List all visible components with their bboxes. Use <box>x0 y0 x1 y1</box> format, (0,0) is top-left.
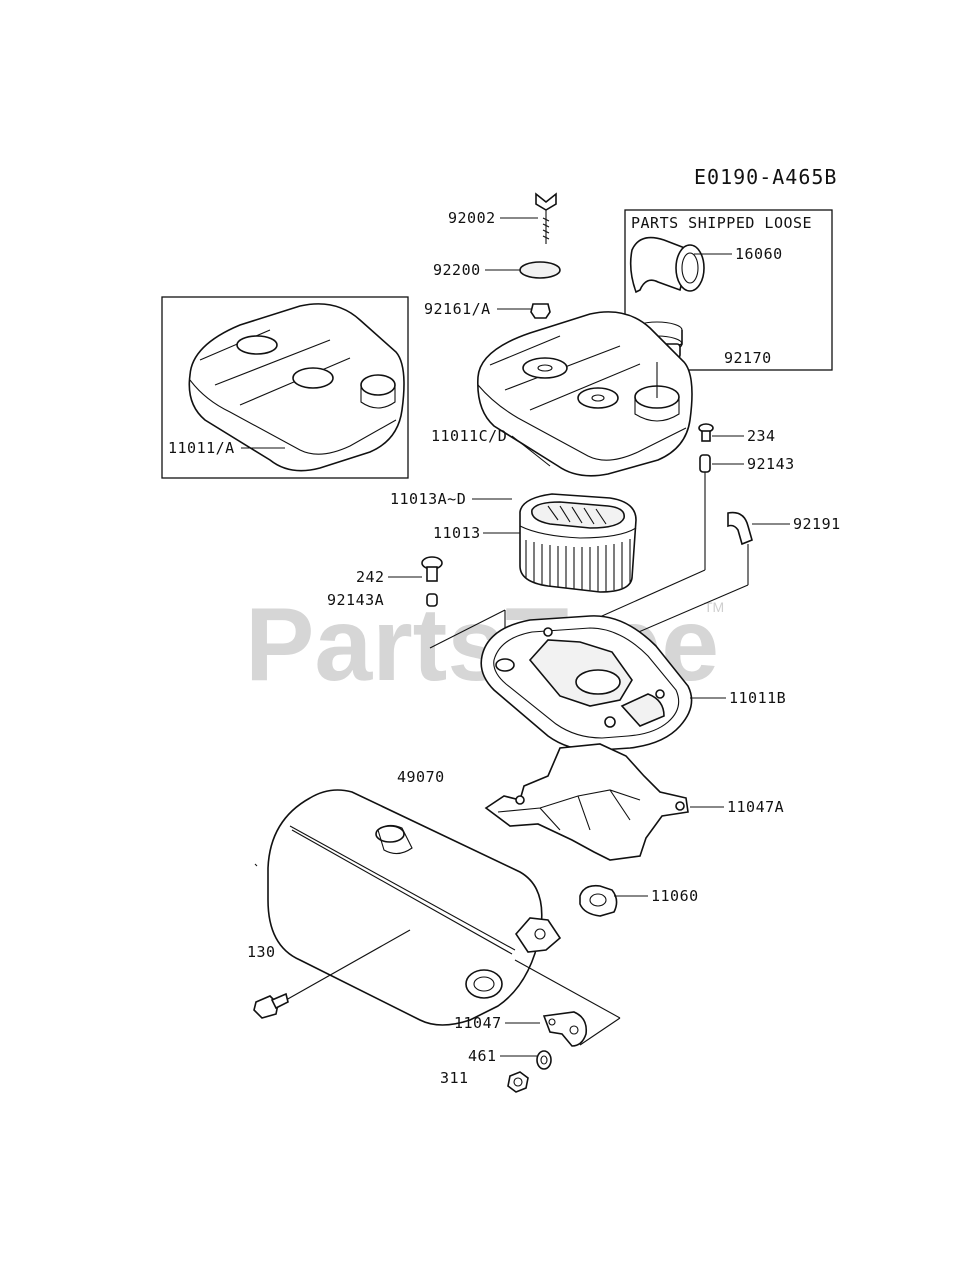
label-92143[interactable]: 92143 <box>747 455 795 473</box>
label-234[interactable]: 234 <box>747 427 776 445</box>
air-filter-11013-part[interactable] <box>519 493 637 593</box>
watermark-trademark: TM <box>704 599 724 615</box>
bracket-guide-line-a <box>514 959 621 1019</box>
label-92002[interactable]: 92002 <box>448 209 496 227</box>
base-guide-line-a <box>429 609 506 649</box>
loose-parts-title: PARTS SHIPPED LOOSE <box>631 214 812 232</box>
cover-11011a-part[interactable] <box>188 303 405 472</box>
label-92200[interactable]: 92200 <box>433 261 481 279</box>
hose-guide-line-b <box>619 584 749 641</box>
label-130[interactable]: 130 <box>247 943 276 961</box>
label-11013[interactable]: 11013 <box>433 524 481 542</box>
elbow-16060-part[interactable] <box>629 236 705 294</box>
label-11011cd[interactable]: 11011C/D <box>431 427 507 445</box>
label-11013ad[interactable]: 11013A~D <box>390 490 466 508</box>
muffler-49070-part[interactable] <box>267 789 562 1026</box>
label-16060[interactable]: 16060 <box>735 245 783 263</box>
label-11047[interactable]: 11047 <box>454 1014 502 1032</box>
muffler-tick-line <box>254 863 258 867</box>
label-92161a[interactable]: 92161/A <box>424 300 491 318</box>
cover-11011cd-part[interactable] <box>477 311 693 477</box>
gasket-11060-part[interactable] <box>579 884 618 917</box>
heat-shield-11047a-part[interactable] <box>484 743 689 861</box>
hose-92191-part[interactable] <box>727 511 753 546</box>
label-92170[interactable]: 92170 <box>724 349 772 367</box>
loose-parts-box <box>624 209 833 371</box>
inset-cover-box <box>161 296 409 479</box>
label-311[interactable]: 311 <box>440 1069 469 1087</box>
bolt-242-part[interactable] <box>421 556 443 582</box>
label-11011a[interactable]: 11011/A <box>168 439 235 457</box>
nut-311-part[interactable] <box>507 1071 529 1093</box>
tube-guide-line-b <box>592 569 706 621</box>
bolt-130-part[interactable] <box>253 992 289 1019</box>
tube-92143a-part[interactable] <box>426 593 438 607</box>
diagram-code: E0190-A465B <box>694 165 837 189</box>
label-242[interactable]: 242 <box>356 568 385 586</box>
washer-461-part[interactable] <box>536 1050 552 1070</box>
bracket-11047-part[interactable] <box>542 1011 588 1047</box>
label-11047a[interactable]: 11047A <box>727 798 784 816</box>
label-11060[interactable]: 11060 <box>651 887 699 905</box>
washer-92200-part[interactable] <box>519 261 561 279</box>
screw-234-part[interactable] <box>698 423 714 442</box>
label-92143a[interactable]: 92143A <box>327 591 384 609</box>
base-11011b-part[interactable] <box>480 615 693 752</box>
leader-11011cd <box>511 435 551 467</box>
bolt-guide-line <box>285 929 411 1001</box>
label-461[interactable]: 461 <box>468 1047 497 1065</box>
bracket-guide-line-b <box>579 1017 621 1046</box>
label-11011b[interactable]: 11011B <box>729 689 786 707</box>
wing-bolt-92002-part[interactable] <box>535 192 557 244</box>
label-49070[interactable]: 49070 <box>397 768 445 786</box>
label-92191[interactable]: 92191 <box>793 515 841 533</box>
nut-92161a-part[interactable] <box>530 303 551 319</box>
tube-92143-part[interactable] <box>699 454 711 473</box>
